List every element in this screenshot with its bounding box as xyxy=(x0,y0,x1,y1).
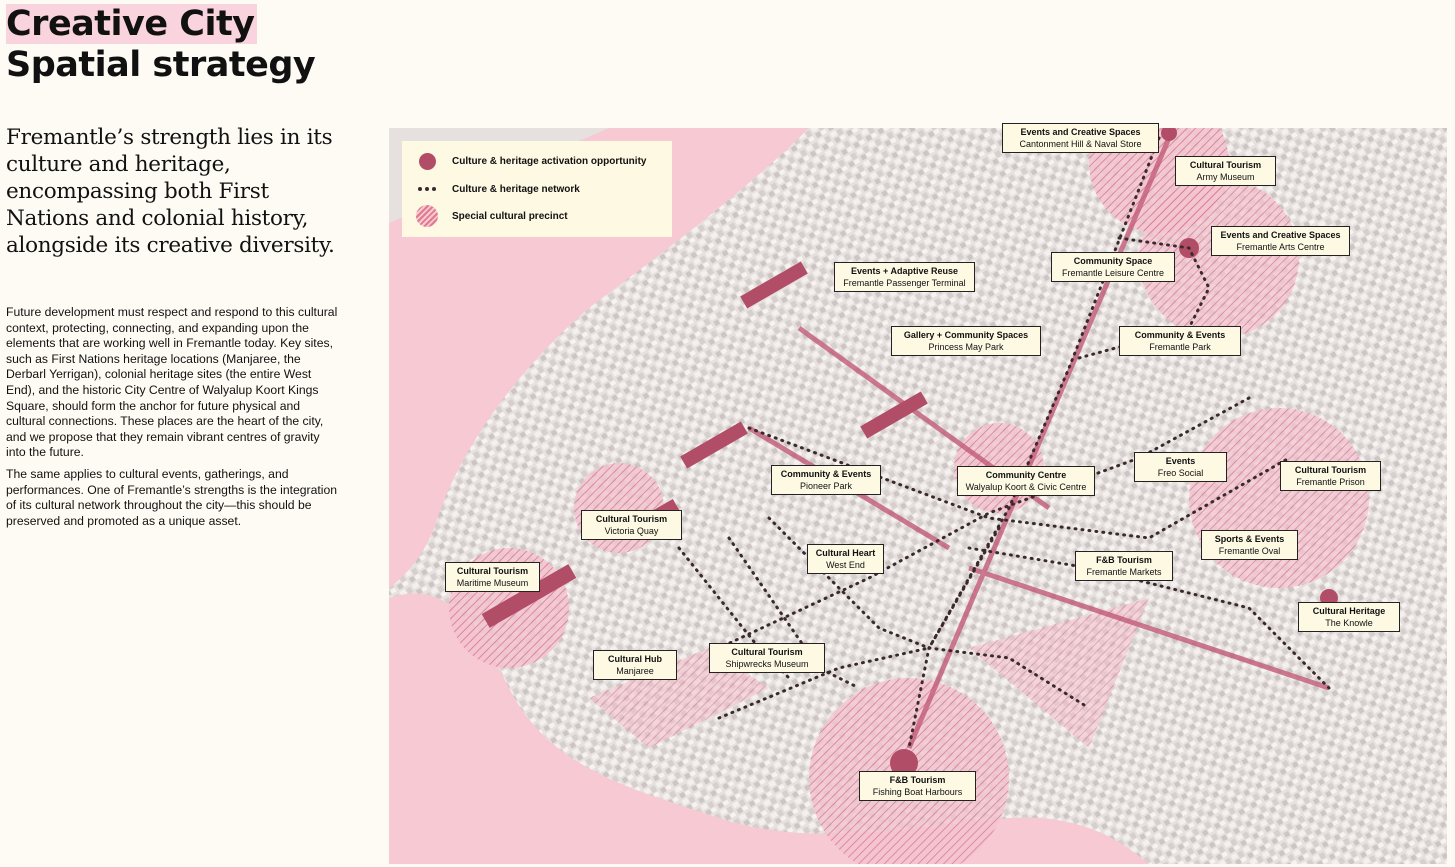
callout-west-end: Cultural Heart West End xyxy=(807,544,884,574)
callout-title: Cultural Tourism xyxy=(595,514,668,524)
callout-pioneer-park: Community & Events Pioneer Park xyxy=(771,465,881,495)
hatched-circle-icon xyxy=(416,205,438,227)
callout-fremantle-park: Community & Events Fremantle Park xyxy=(1119,326,1241,356)
callout-subtitle: Fishing Boat Harbours xyxy=(872,787,963,797)
filled-circle-icon xyxy=(418,152,436,170)
body-paragraph-1: Future development must respect and resp… xyxy=(6,305,338,460)
callout-subtitle: Pioneer Park xyxy=(799,481,853,491)
callout-subtitle: Fremantle Markets xyxy=(1086,567,1162,577)
callout-title: Gallery + Community Spaces xyxy=(903,330,1029,340)
callout-title: Community Centre xyxy=(985,470,1067,480)
callout-subtitle: Fremantle Leisure Centre xyxy=(1061,268,1165,278)
callout-passenger-terminal: Events + Adaptive Reuse Fremantle Passen… xyxy=(834,262,975,292)
precinct-arts-centre xyxy=(1139,178,1299,338)
precinct-west xyxy=(589,648,769,748)
ocean-water xyxy=(389,593,1149,864)
callout-subtitle: Fremantle Arts Centre xyxy=(1236,242,1325,252)
callout-title: Cultural Heart xyxy=(815,548,876,558)
callout-princess-may-park: Gallery + Community Spaces Princess May … xyxy=(891,326,1041,356)
callout-cantonment-hill: Events and Creative Spaces Cantonment Hi… xyxy=(1002,123,1159,153)
body-paragraph-2: The same applies to cultural events, gat… xyxy=(6,466,338,528)
callout-title: F&B Tourism xyxy=(1096,555,1152,565)
callout-title: Cultural Hub xyxy=(608,654,662,664)
callout-title: Community Space xyxy=(1073,256,1153,266)
callout-title: Community & Events xyxy=(780,469,872,479)
callout-subtitle: Fremantle Oval xyxy=(1218,546,1281,556)
callout-shipwrecks-museum: Cultural Tourism Shipwrecks Museum xyxy=(709,643,825,673)
callout-civic-centre: Community Centre Walyalup Koort & Civic … xyxy=(957,466,1095,496)
callout-subtitle: Maritime Museum xyxy=(456,578,529,588)
callout-title: Community & Events xyxy=(1134,330,1226,340)
callout-subtitle: West End xyxy=(826,560,865,570)
callout-maritime-museum: Cultural Tourism Maritime Museum xyxy=(445,562,540,592)
callout-subtitle: The Knowle xyxy=(1325,618,1373,628)
map-legend: Culture & heritage activation opportunit… xyxy=(402,141,672,237)
precinct-prison xyxy=(1189,408,1369,588)
body-text: Future development must respect and resp… xyxy=(6,305,340,535)
legend-item-activation: Culture & heritage activation opportunit… xyxy=(402,151,646,171)
legend-item-network: Culture & heritage network xyxy=(402,179,580,199)
callout-subtitle: Shipwrecks Museum xyxy=(725,659,809,669)
callout-title: Events and Creative Spaces xyxy=(1020,127,1141,137)
callout-subtitle: Princess May Park xyxy=(928,342,1004,352)
callout-title: Cultural Tourism xyxy=(1294,465,1367,475)
callout-the-knowle: Cultural Heritage The Knowle xyxy=(1298,602,1400,632)
callout-subtitle: Fremantle Park xyxy=(1149,342,1211,352)
title-line-1: Creative City xyxy=(6,4,257,44)
callout-victoria-quay: Cultural Tourism Victoria Quay xyxy=(581,510,682,540)
callout-title: Cultural Heritage xyxy=(1312,606,1386,616)
callout-title: Cultural Tourism xyxy=(456,566,529,576)
callout-freo-social: Events Freo Social xyxy=(1134,452,1227,482)
callout-manjaree: Cultural Hub Manjaree xyxy=(593,650,677,680)
lead-paragraph: Fremantle’s strength lies in its culture… xyxy=(6,125,335,258)
callout-fishing-boat-harbours: F&B Tourism Fishing Boat Harbours xyxy=(859,771,976,801)
callout-subtitle: Cantonment Hill & Naval Store xyxy=(1019,139,1142,149)
callout-title: Events + Adaptive Reuse xyxy=(851,266,958,276)
title-line-2: Spatial strategy xyxy=(6,45,316,85)
activation-sites xyxy=(481,128,1338,777)
callout-leisure-centre: Community Space Fremantle Leisure Centre xyxy=(1051,252,1175,282)
callout-fremantle-oval: Sports & Events Fremantle Oval xyxy=(1201,530,1298,560)
callout-title: Events and Creative Spaces xyxy=(1220,230,1341,240)
callout-subtitle: Fremantle Prison xyxy=(1296,477,1365,487)
legend-label: Culture & heritage activation opportunit… xyxy=(452,155,647,167)
page-title: Creative City Spatial strategy xyxy=(6,4,316,86)
city-map: Events and Creative Spaces Cantonment Hi… xyxy=(389,123,1447,864)
callout-army-museum: Cultural Tourism Army Museum xyxy=(1175,156,1276,186)
callout-arts-centre: Events and Creative Spaces Fremantle Art… xyxy=(1211,226,1350,256)
callout-subtitle: Freo Social xyxy=(1157,468,1204,478)
legend-item-precinct: Special cultural precinct xyxy=(402,205,568,227)
river-water xyxy=(389,128,809,588)
callout-subtitle: Manjaree xyxy=(616,666,654,676)
callout-fremantle-markets: F&B Tourism Fremantle Markets xyxy=(1075,551,1173,581)
callout-subtitle: Victoria Quay xyxy=(604,526,659,536)
callout-title: Cultural Tourism xyxy=(731,647,803,657)
callout-subtitle: Army Museum xyxy=(1196,172,1255,182)
legend-label: Special cultural precinct xyxy=(452,210,568,222)
dotted-line-icon xyxy=(418,187,436,191)
legend-label: Culture & heritage network xyxy=(452,183,580,195)
callout-title: F&B Tourism xyxy=(889,775,946,785)
callout-subtitle: Fremantle Passenger Terminal xyxy=(843,278,966,288)
callout-title: Sports & Events xyxy=(1214,534,1285,544)
callout-fremantle-prison: Cultural Tourism Fremantle Prison xyxy=(1280,461,1381,491)
callout-title: Cultural Tourism xyxy=(1189,160,1262,170)
callout-subtitle: Walyalup Koort & Civic Centre xyxy=(965,482,1087,492)
callout-title: Events xyxy=(1165,456,1196,466)
precinct-south xyxy=(969,598,1149,748)
